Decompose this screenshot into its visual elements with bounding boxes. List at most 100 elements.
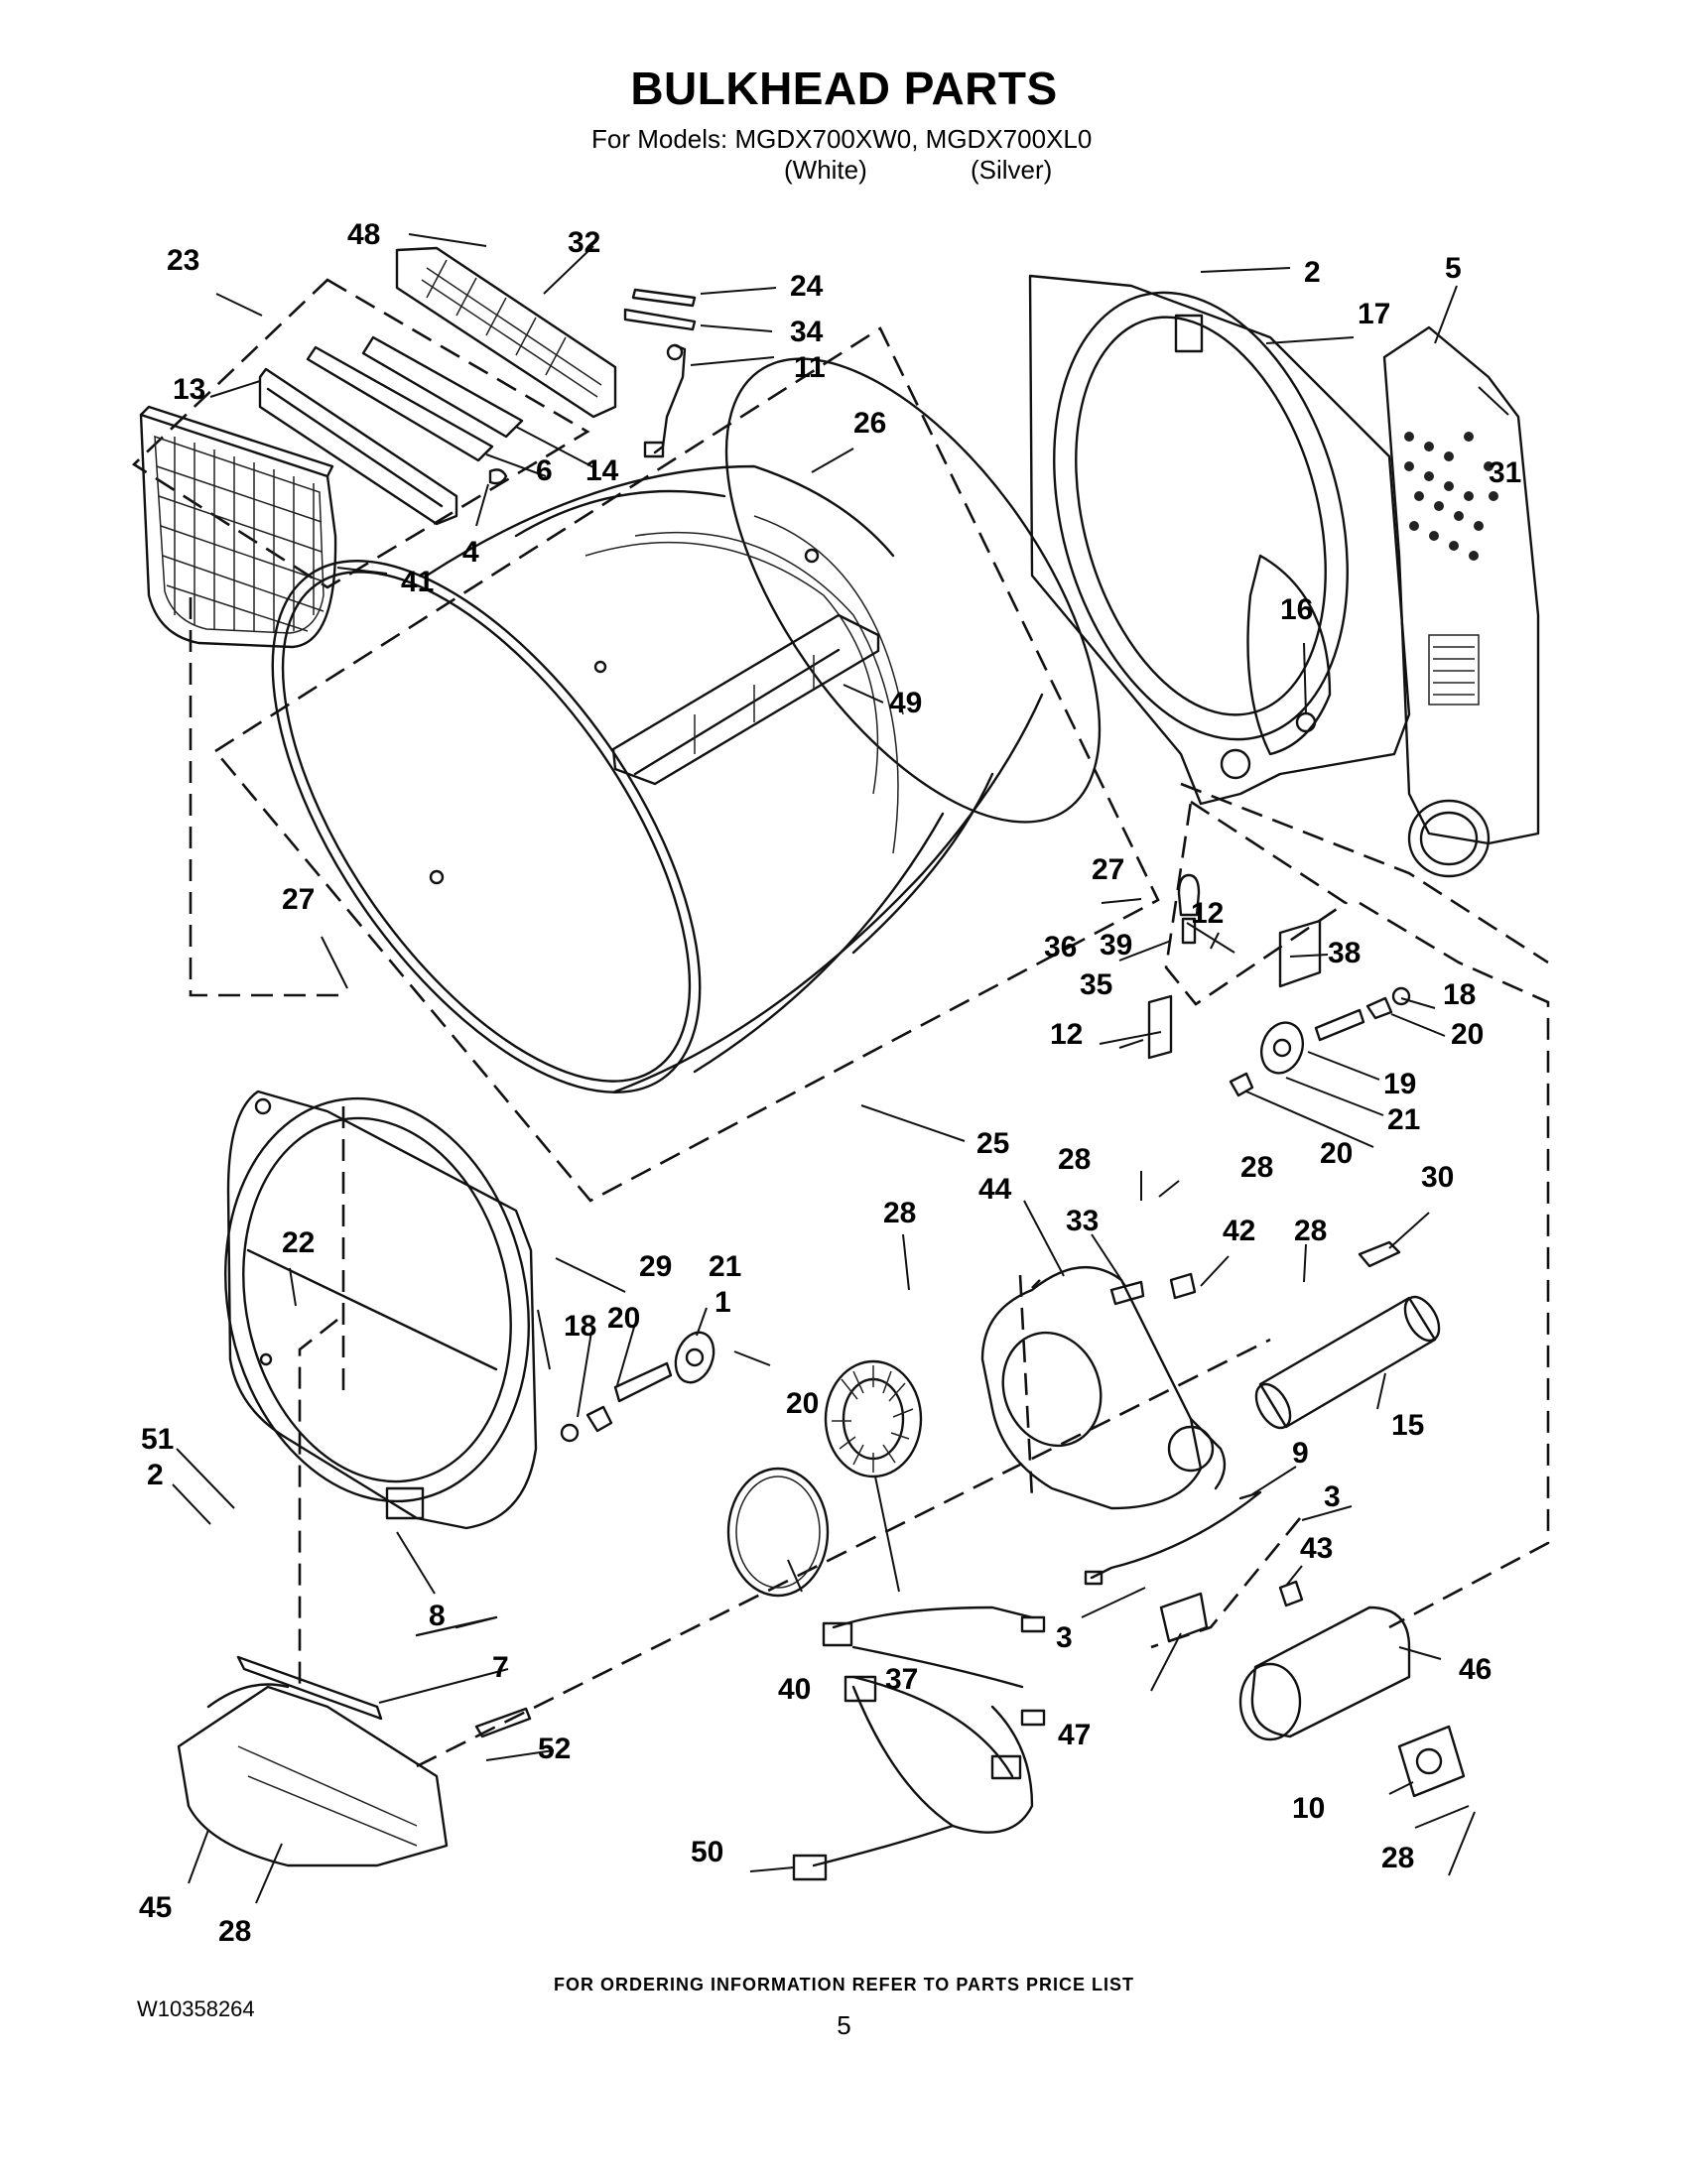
- callout-52: 52: [538, 1733, 571, 1765]
- blower-wheel: [824, 1359, 923, 1478]
- callout-3b: 3: [1056, 1621, 1073, 1654]
- callout-44: 44: [978, 1173, 1012, 1206]
- front-bottom-leader: [298, 1318, 338, 1687]
- callout-28c: 28: [1294, 1215, 1327, 1247]
- drive-motor: [1238, 1606, 1411, 1741]
- callout-46: 46: [1459, 1653, 1492, 1686]
- motor-leader: [1150, 1517, 1302, 1649]
- callout-6: 6: [536, 454, 553, 487]
- motor-switch: [1397, 1725, 1466, 1798]
- lower-air-duct: [177, 1655, 449, 1867]
- callout-5: 5: [1445, 252, 1462, 285]
- ordering-info-note: FOR ORDERING INFORMATION REFER TO PARTS …: [553, 1975, 1134, 1994]
- callout-8: 8: [429, 1600, 446, 1632]
- callout-20b: 20: [1320, 1137, 1353, 1170]
- front-bulkhead: [224, 1090, 538, 1530]
- callout-24: 24: [790, 270, 824, 303]
- blower-housing: [980, 1265, 1227, 1510]
- callout-47: 47: [1058, 1719, 1091, 1751]
- callout-17: 17: [1358, 298, 1390, 330]
- callout-40: 40: [778, 1673, 811, 1706]
- callout-7: 7: [492, 1651, 509, 1684]
- callout-43: 43: [1300, 1532, 1333, 1565]
- variant-white: (White): [784, 155, 867, 185]
- callout-38: 38: [1328, 937, 1361, 969]
- lint-grille: [395, 246, 617, 419]
- callout-13: 13: [173, 373, 205, 406]
- callout-28d: 28: [883, 1197, 916, 1229]
- callout-20c: 20: [607, 1302, 640, 1335]
- variant-silver: (Silver): [971, 155, 1053, 185]
- callout-18a: 18: [1443, 978, 1476, 1011]
- callout-11: 11: [794, 351, 826, 384]
- callout-1: 1: [714, 1286, 731, 1319]
- callout-30: 30: [1421, 1161, 1454, 1194]
- callout-leaders: [172, 233, 1509, 1904]
- rear-top-leader: [1180, 782, 1549, 964]
- misc-hardware: [415, 1240, 1401, 1738]
- callout-39: 39: [1100, 929, 1132, 962]
- drum-baffle: [611, 613, 880, 786]
- callout-23: 23: [167, 244, 199, 277]
- callout-19: 19: [1383, 1068, 1416, 1100]
- callout-34: 34: [790, 316, 824, 348]
- page-number: 5: [837, 2010, 851, 2040]
- callout-9: 9: [1292, 1437, 1309, 1470]
- callout-16: 16: [1280, 593, 1313, 626]
- front-bearing-assembly: [560, 1331, 715, 1443]
- wire-harness: [792, 1606, 1046, 1881]
- thermal-fuse-and-clips: [623, 288, 697, 458]
- callout-45: 45: [139, 1891, 172, 1924]
- filter-to-front-leader: [189, 597, 345, 997]
- callout-3a: 3: [1324, 1480, 1341, 1513]
- callout-18b: 18: [564, 1310, 596, 1343]
- callout-36: 36: [1044, 931, 1077, 964]
- callout-21a: 21: [1387, 1103, 1420, 1136]
- callout-12a: 12: [1191, 897, 1224, 930]
- rear-bearing-assembly: [1229, 986, 1411, 1097]
- callout-31: 31: [1489, 456, 1521, 489]
- callout-29: 29: [639, 1250, 672, 1283]
- callout-28e: 28: [1381, 1842, 1414, 1874]
- exhaust-duct: [1254, 1295, 1441, 1430]
- callout-10: 10: [1292, 1792, 1325, 1825]
- part-number-callouts: 48 32 23 24 34 11 13 6 14 4 41 26 2 17 5…: [139, 218, 1521, 1948]
- callout-37: 37: [885, 1663, 918, 1696]
- callout-20a: 20: [1451, 1018, 1484, 1051]
- lint-filter-group-box: [131, 278, 590, 589]
- models-subtitle: For Models: MGDX700XW0, MGDX700XL0: [591, 124, 1093, 154]
- callout-33: 33: [1066, 1205, 1099, 1237]
- callout-21b: 21: [709, 1250, 741, 1283]
- rear-duct-cover: [1382, 325, 1540, 878]
- callout-50: 50: [691, 1836, 723, 1868]
- callout-12b: 12: [1050, 1018, 1083, 1051]
- document-number: W10358264: [137, 1996, 255, 2021]
- callout-2b: 2: [147, 1459, 164, 1491]
- page-title: BULKHEAD PARTS: [630, 63, 1058, 114]
- callout-27b: 27: [282, 883, 315, 916]
- callout-48: 48: [347, 218, 380, 251]
- callout-22: 22: [282, 1226, 315, 1259]
- callout-27a: 27: [1092, 853, 1124, 886]
- callout-42: 42: [1223, 1215, 1255, 1247]
- callout-14: 14: [585, 454, 619, 487]
- lint-filter-screen: [139, 405, 337, 649]
- callout-2: 2: [1304, 256, 1321, 289]
- callout-15: 15: [1391, 1409, 1424, 1442]
- lamp-group-box: [1164, 799, 1349, 1006]
- callout-28b: 28: [1240, 1151, 1273, 1184]
- callout-51: 51: [141, 1423, 174, 1456]
- dryer-drum: [271, 357, 1102, 1093]
- callout-20d: 20: [786, 1387, 819, 1420]
- housing-leader-2: [1031, 1279, 1041, 1289]
- housing-leader: [1018, 1274, 1034, 1499]
- filter-housing-pieces: [258, 335, 524, 526]
- callout-32: 32: [568, 226, 600, 259]
- callout-26: 26: [853, 407, 886, 440]
- rear-right-leader: [1359, 901, 1550, 1629]
- blower-seal-ring: [726, 1467, 830, 1598]
- blower-seal-ring-inner: [735, 1476, 821, 1589]
- rear-bulkhead: [1028, 274, 1411, 806]
